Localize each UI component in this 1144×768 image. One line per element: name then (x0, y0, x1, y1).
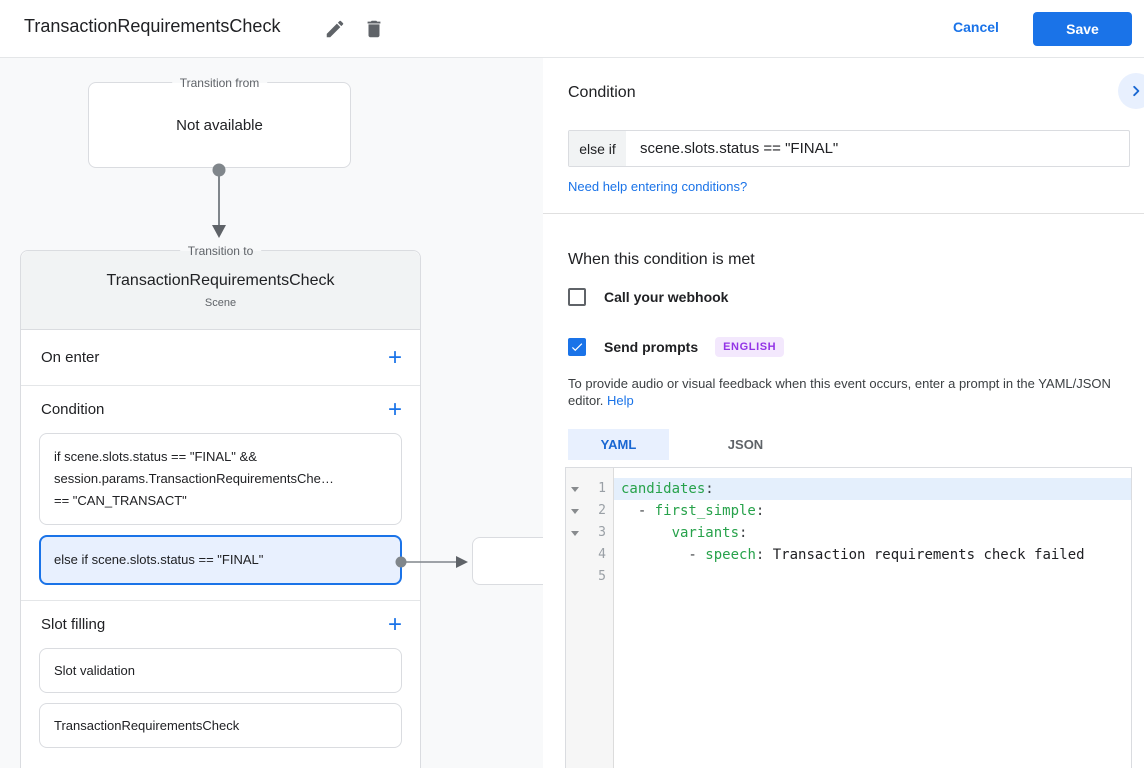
send-prompts-label: Send prompts (604, 339, 699, 355)
condition-section: Condition + if scene.slots.status == "FI… (21, 386, 420, 601)
add-on-enter-button[interactable]: + (387, 343, 402, 371)
call-webhook-row: Call your webhook (568, 288, 728, 306)
collapse-panel-button[interactable] (1118, 73, 1144, 109)
help-link[interactable]: Help (607, 393, 634, 408)
send-prompts-row: Send prompts ENGLISH (568, 337, 785, 357)
add-slot-button[interactable]: + (387, 610, 402, 638)
slot-validation-item[interactable]: Slot validation (39, 648, 402, 693)
call-webhook-checkbox[interactable] (568, 288, 586, 306)
trash-icon[interactable] (363, 18, 385, 40)
yaml-code-editor[interactable]: 1 2 3 4 5 candidates: - first_simple: va… (565, 467, 1132, 768)
cancel-button[interactable]: Cancel (953, 19, 999, 35)
panel-divider (543, 213, 1144, 214)
add-condition-button[interactable]: + (387, 395, 402, 423)
transition-target-box[interactable] (472, 537, 552, 585)
on-enter-section: On enter + (21, 330, 420, 386)
condition-expression-input[interactable] (626, 131, 1129, 166)
right-arrow-connector (395, 556, 468, 568)
conditions-help-link[interactable]: Need help entering conditions? (568, 179, 748, 194)
call-webhook-label: Call your webhook (604, 289, 729, 305)
code-line: variants: (671, 525, 748, 541)
scene-card-header[interactable]: TransactionRequirementsCheck Scene (21, 251, 420, 330)
scene-card-title: TransactionRequirementsCheck (106, 271, 335, 289)
slot-filling-label: Slot filling (41, 616, 106, 633)
editor-gutter: 1 2 3 4 5 (566, 468, 614, 768)
transition-from-label: Transition from (171, 75, 268, 91)
code-line: - first_simple: (621, 503, 765, 519)
save-button[interactable]: Save (1033, 12, 1132, 46)
prompt-hint-text: To provide audio or visual feedback when… (568, 376, 1111, 408)
condition-detail-panel: Condition else if Need help entering con… (543, 58, 1144, 768)
editor-code-area[interactable]: candidates: - first_simple: variants: - … (614, 468, 1131, 768)
code-line: - speech: Transaction requirements check… (621, 547, 1085, 563)
transition-to-label: Transition to (179, 243, 262, 259)
code-line: candidates: (614, 478, 1131, 500)
top-toolbar: TransactionRequirementsCheck Cancel Save (0, 0, 1144, 58)
chevron-right-icon (1133, 85, 1140, 97)
tab-json[interactable]: JSON (727, 437, 764, 452)
language-badge: ENGLISH (715, 337, 785, 357)
slot-filling-section: Slot filling + Slot validation Transacti… (21, 601, 420, 748)
fold-toggle-icon[interactable] (571, 509, 579, 514)
code-line (614, 566, 1131, 588)
transition-from-box: Transition from Not available (88, 75, 351, 168)
check-icon (571, 343, 583, 352)
tab-yaml[interactable]: YAML (568, 429, 669, 460)
fold-toggle-icon[interactable] (571, 487, 579, 492)
condition-item-selected[interactable]: else if scene.slots.status == "FINAL" (39, 535, 402, 585)
condition-item[interactable]: if scene.slots.status == "FINAL" && sess… (39, 433, 402, 525)
scene-title: TransactionRequirementsCheck (24, 16, 281, 36)
condition-prefix: else if (569, 131, 626, 166)
pencil-icon[interactable] (324, 18, 346, 40)
down-arrow-connector (212, 163, 226, 238)
scene-card: Transition to TransactionRequirementsChe… (20, 243, 421, 768)
editor-format-tabs: YAML JSON (568, 429, 822, 460)
condition-expression-row: else if (568, 130, 1130, 167)
slot-transaction-item[interactable]: TransactionRequirementsCheck (39, 703, 402, 748)
when-condition-met-heading: When this condition is met (568, 251, 755, 268)
transition-from-content: Not available (176, 116, 263, 134)
condition-label: Condition (41, 401, 105, 418)
scene-card-subtitle: Scene (204, 296, 237, 309)
on-enter-label: On enter (41, 349, 100, 366)
send-prompts-checkbox[interactable] (568, 338, 586, 356)
panel-heading: Condition (568, 84, 636, 101)
fold-toggle-icon[interactable] (571, 531, 579, 536)
